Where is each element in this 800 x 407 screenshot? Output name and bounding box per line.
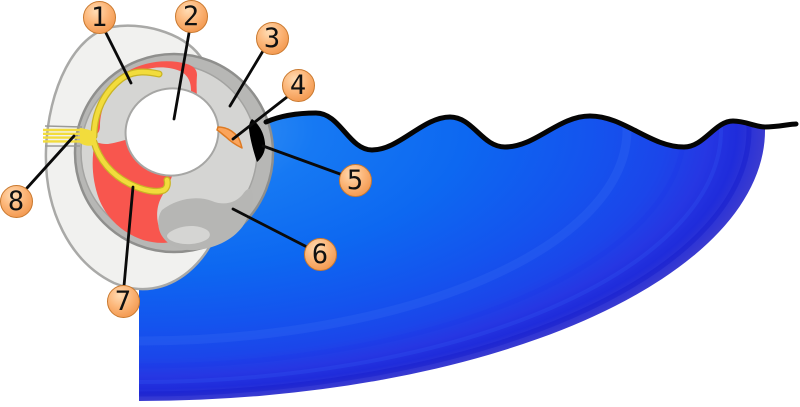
callout-8: 8	[0, 184, 33, 218]
retina-yellow-layer	[90, 68, 171, 195]
callout-4: 4	[281, 68, 315, 102]
callout-lines	[25, 31, 342, 288]
callout-1-number: 1	[90, 1, 108, 33]
callout-2: 2	[174, 0, 208, 33]
callout-6-number: 6	[311, 238, 329, 270]
callout-line-4	[231, 95, 289, 141]
callout-line-6	[231, 207, 309, 249]
light-cone-fill	[139, 113, 766, 401]
lens	[124, 87, 220, 177]
callout-line-8	[25, 134, 76, 190]
callout-5: 5	[338, 163, 372, 197]
callout-3: 3	[255, 21, 289, 55]
callout-3-number: 3	[263, 22, 281, 54]
pupil-slit	[249, 119, 266, 162]
callout-5-number: 5	[346, 164, 364, 196]
callout-6: 6	[303, 237, 337, 271]
callout-7-number: 7	[114, 285, 132, 317]
callout-2-number: 2	[182, 0, 200, 32]
light-wave-line	[263, 110, 799, 153]
vitreous-swirl-curl	[167, 226, 210, 245]
callout-4-number: 4	[289, 69, 307, 101]
callout-8-number: 8	[7, 185, 25, 217]
eye-cross-section	[43, 24, 275, 291]
callout-line-5	[261, 144, 342, 176]
callout-line-3	[228, 49, 265, 108]
callout-line-1	[104, 31, 133, 85]
falciform-process	[216, 126, 243, 149]
optic-nerve	[43, 125, 96, 147]
callout-line-7	[122, 185, 135, 288]
callout-1: 1	[82, 0, 116, 34]
callout-line-2	[172, 31, 191, 121]
callout-7: 7	[106, 284, 140, 318]
